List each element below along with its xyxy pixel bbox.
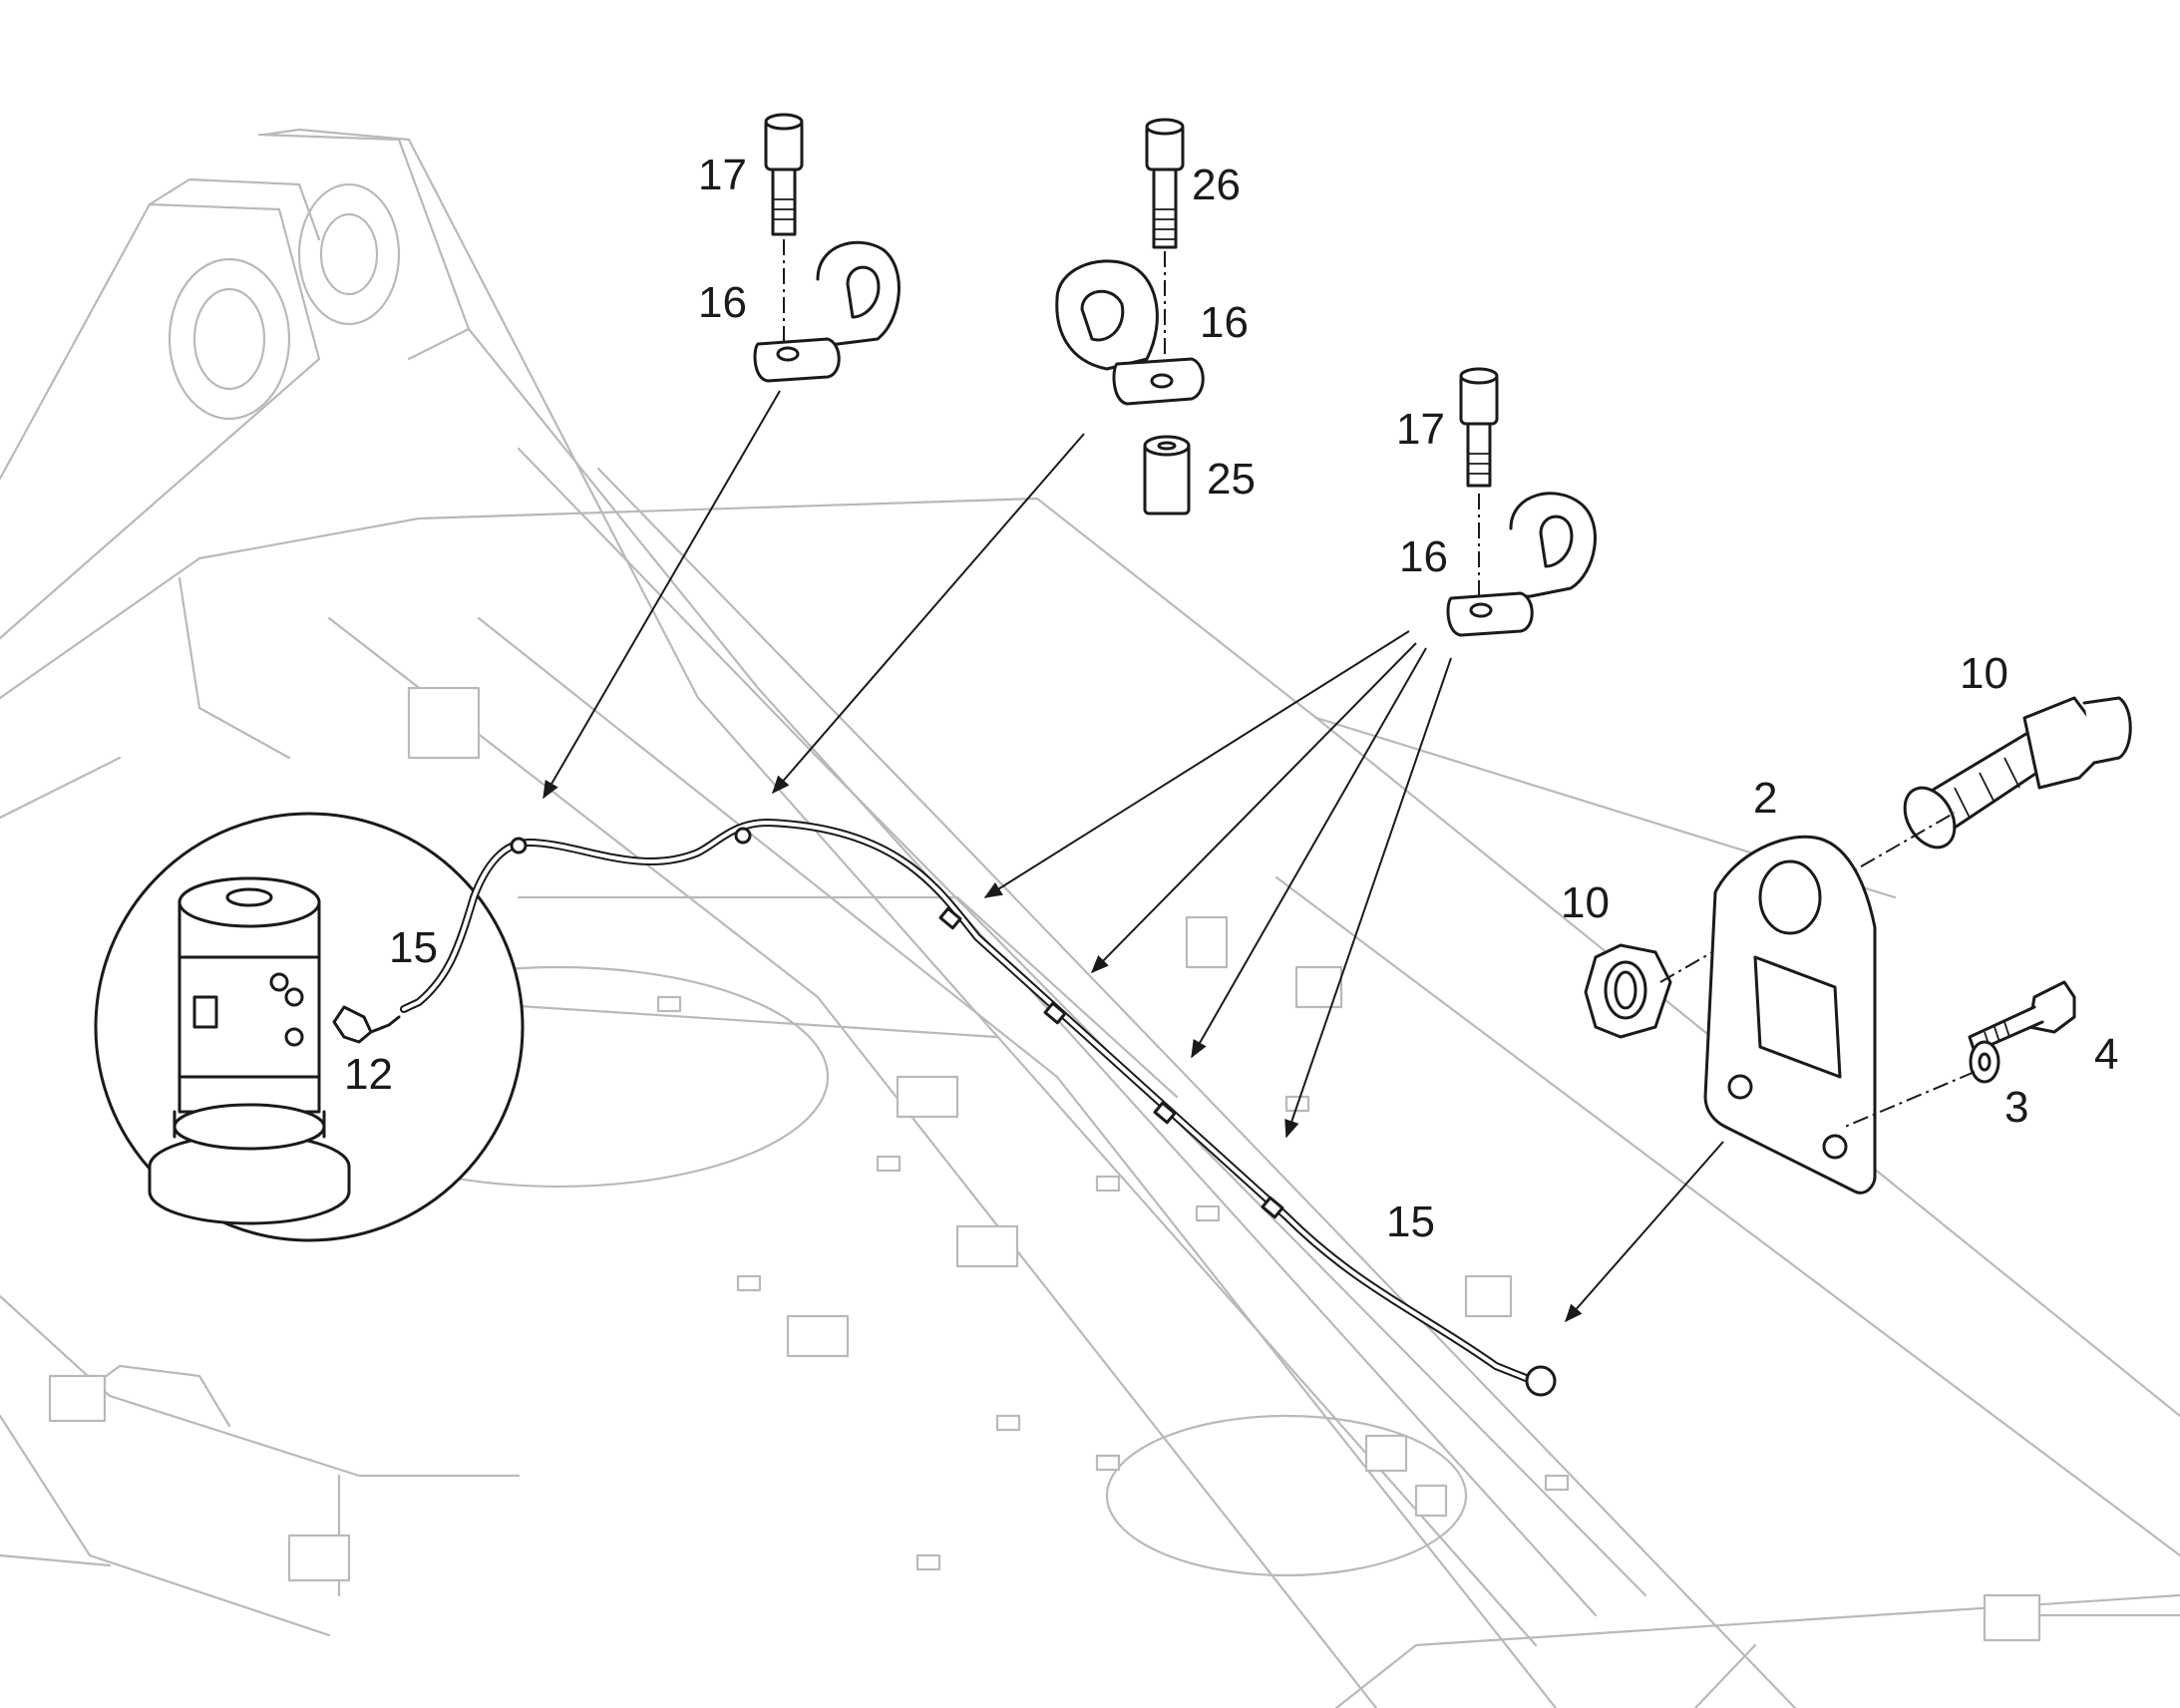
- callout-15: 15: [389, 923, 438, 972]
- rotary-joint: [148, 876, 351, 1225]
- hex-bolt-4: [1968, 980, 2076, 1054]
- callout-labels: 17 16 26 16 25 17 16 10 2 10 4 3 15 12 1…: [344, 151, 2118, 1246]
- mounting-plate-2: [1703, 835, 1877, 1195]
- cap-screw-17b: [1459, 367, 1499, 488]
- bulkhead-fitting-10: [1903, 696, 2132, 850]
- washer-3: [1969, 1040, 2000, 1084]
- callout-16: 16: [1200, 298, 1249, 347]
- callout-12: 12: [344, 1050, 393, 1099]
- detail-view: [94, 812, 525, 1242]
- callout-25: 25: [1207, 455, 1256, 504]
- leader-lines: [543, 390, 1724, 1323]
- p-clamp-16c: [1446, 492, 1597, 637]
- bulkhead-group: [1584, 696, 2132, 1195]
- callout-3: 3: [2004, 1083, 2028, 1132]
- callout-16: 16: [698, 278, 747, 327]
- callout-10: 10: [1561, 878, 1610, 927]
- p-clamp-16b: [1055, 259, 1205, 406]
- callout-15: 15: [1386, 1197, 1435, 1246]
- callout-10: 10: [1960, 649, 2008, 698]
- hex-nut-10: [1584, 943, 1672, 1039]
- cap-screw-17a: [764, 113, 804, 236]
- hose-assembly: [400, 819, 1557, 1397]
- callout-26: 26: [1192, 161, 1241, 209]
- callout-4: 4: [2094, 1030, 2118, 1079]
- clamp-group-middle: [1055, 118, 1205, 515]
- clamp-group-left: [753, 113, 901, 383]
- callout-2: 2: [1753, 774, 1777, 823]
- cap-screw-26: [1145, 118, 1185, 249]
- clamp-group-right: [1446, 367, 1597, 637]
- machine-frame: [0, 128, 2180, 1708]
- p-clamp-16a: [753, 240, 901, 383]
- callout-16: 16: [1399, 532, 1448, 581]
- elbow-fitting: [332, 1005, 401, 1044]
- callout-17: 17: [698, 151, 747, 199]
- spacer-25: [1143, 435, 1191, 515]
- callout-17: 17: [1396, 405, 1445, 454]
